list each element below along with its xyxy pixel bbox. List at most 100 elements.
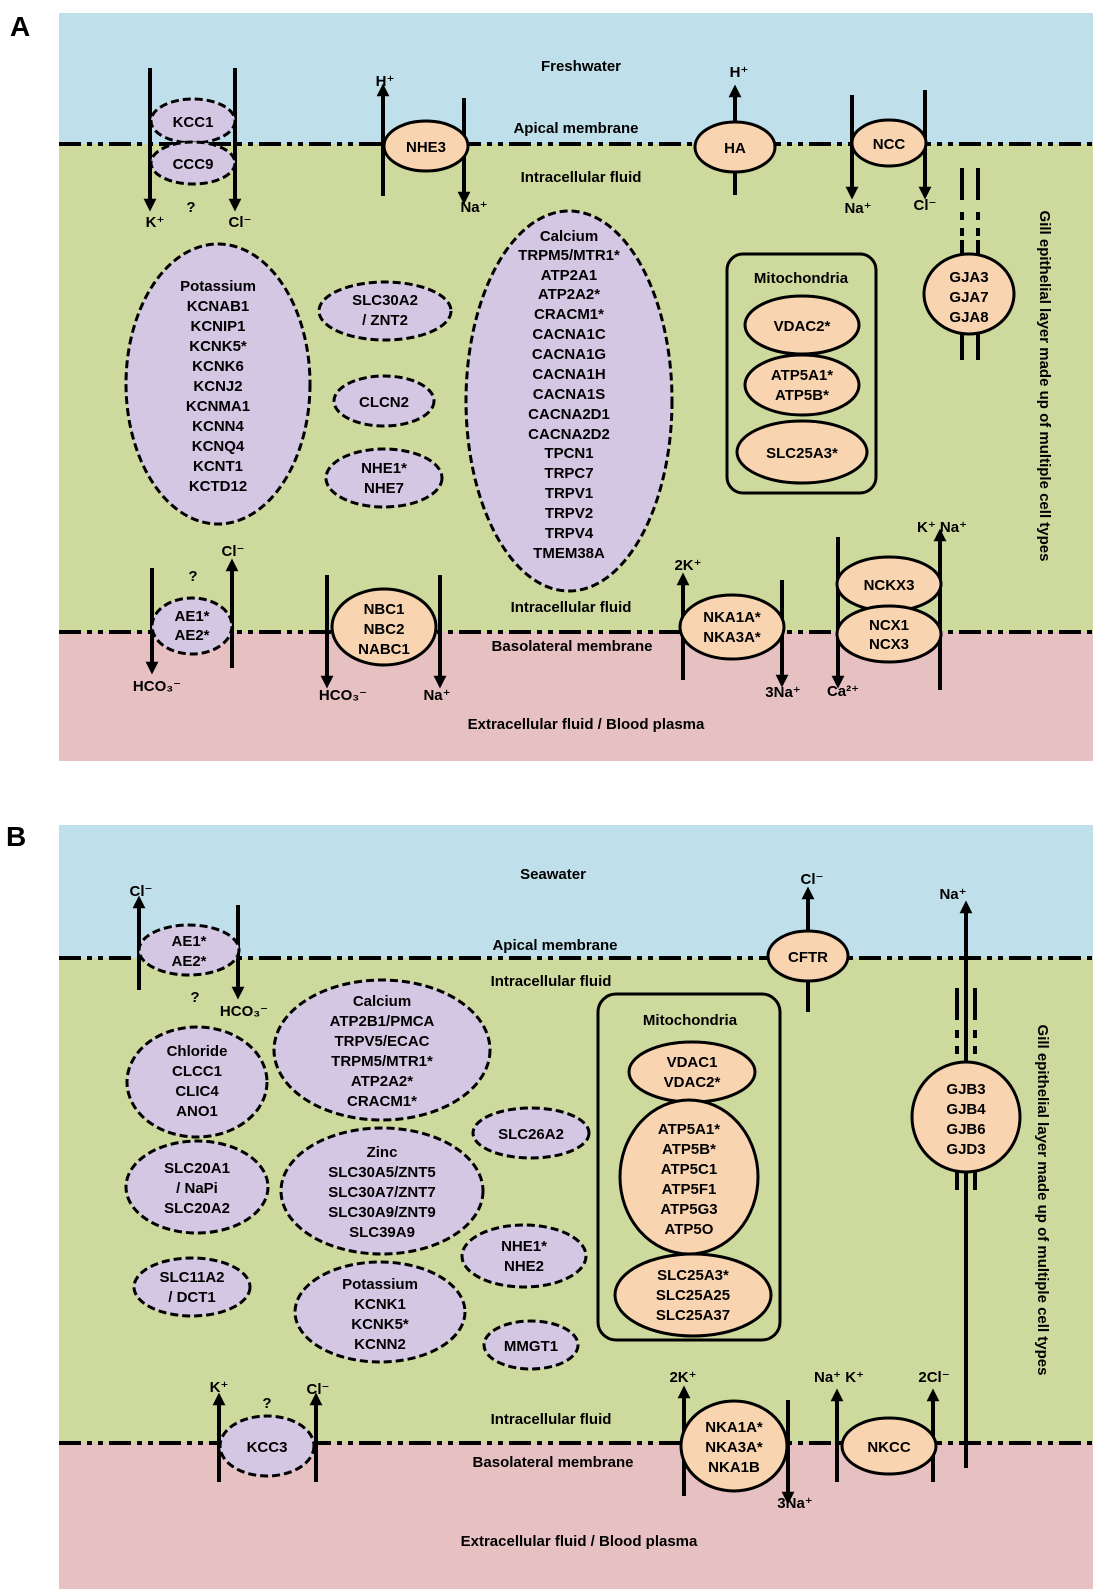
mmgt1-label: MMGT1: [504, 1338, 558, 1355]
ca-ion-label-a: Ca²⁺: [827, 683, 859, 700]
mitochondria-label-b: Mitochondria: [643, 1012, 738, 1029]
k-ion-label-a: K⁺: [146, 214, 165, 231]
slc25a3-label-a: SLC25A3*: [766, 445, 838, 462]
calcium-label-a-12: TRPC7: [544, 465, 593, 482]
potassium-label-a-2: KCNIP1: [190, 318, 245, 335]
gja-gap-junction: GJA3 GJA7 GJA8: [922, 168, 1016, 360]
potassium-label-a-9: KCNT1: [193, 458, 243, 475]
potassium-oval-a: [124, 242, 312, 526]
nhe1-label-b: NHE1*: [501, 1238, 547, 1255]
zinc-label-3: SLC30A9/ZNT9: [328, 1204, 436, 1221]
calcium-label-a-13: TRPV1: [545, 485, 593, 502]
intracellular-fluid-bottom-b: Intracellular fluid: [491, 1411, 612, 1428]
nhe3-label: NHE3: [406, 139, 446, 156]
vdac2-label-b: VDAC2*: [664, 1074, 721, 1091]
intracellular-fluid-top-a: Intracellular fluid: [521, 169, 642, 186]
ae-exchanger-a: AE1* AE2* ? Cl⁻ HCO₃⁻: [133, 543, 245, 695]
apical-membrane-label-a: Apical membrane: [513, 120, 638, 137]
slc20-label-1: / NaPi: [176, 1180, 218, 1197]
3na-ion-label-b: 3Na⁺: [777, 1495, 812, 1512]
extracellular-fluid-label-b: Extracellular fluid / Blood plasma: [461, 1533, 698, 1550]
nka3a-label-a: NKA3A*: [703, 629, 761, 646]
mmgt1-oval: [482, 1319, 580, 1371]
cl-ion-label-b: Cl⁻: [130, 883, 153, 900]
na-ion-label-a: Na⁺: [460, 199, 487, 216]
atp5-label-b-0: ATP5A1*: [658, 1121, 720, 1138]
cftr-label: CFTR: [788, 949, 828, 966]
nhe3-node: [382, 119, 470, 173]
zinc-transporter-group: Zinc SLC30A5/ZNT5 SLC30A7/ZNT7 SLC30A9/Z…: [279, 1126, 485, 1256]
ha-node: [693, 120, 777, 174]
hco3-ion-label-a2: HCO₃⁻: [319, 687, 367, 704]
ncc-transporter: NCC Na⁺ Cl⁻: [844, 90, 936, 217]
chloride-label-3: ANO1: [176, 1103, 218, 1120]
vdac-node-b: [627, 1040, 757, 1104]
slc11a2-label-0: SLC11A2: [159, 1269, 224, 1286]
panel-a-label: A: [10, 11, 30, 42]
potassium-label-b-2: KCNK5*: [351, 1316, 409, 1333]
calcium-label-a-9: CACNA2D1: [528, 406, 610, 423]
cftr-channel: CFTR Cl⁻: [766, 871, 850, 1012]
atp5-label-b-2: ATP5C1: [661, 1161, 717, 1178]
cl-ion-label-a2: Cl⁻: [914, 197, 937, 214]
intracellular-fluid-top-b: Intracellular fluid: [491, 973, 612, 990]
nhe-group-b: NHE1* NHE2: [460, 1223, 588, 1289]
nka-node-a: [678, 593, 786, 661]
calcium-label-b-2: TRPV5/ECAC: [334, 1033, 429, 1050]
zinc-label-2: SLC30A7/ZNT7: [328, 1184, 436, 1201]
gja-label-2: GJA8: [949, 309, 988, 326]
mmgt1-group: MMGT1: [482, 1319, 580, 1371]
slc25a3-node-a: [735, 419, 869, 485]
basolateral-membrane-label-b: Basolateral membrane: [473, 1454, 634, 1471]
calcium-label-a-2: ATP2A1: [541, 267, 597, 284]
2cl-ion-label-b: 2Cl⁻: [918, 1369, 949, 1386]
nhe2-label-b: NHE2: [504, 1258, 544, 1275]
slc30a2-oval: [317, 280, 453, 342]
slc30a2-group: SLC30A2 / ZNT2: [317, 280, 453, 342]
atp5-label-b-4: ATP5G3: [660, 1201, 717, 1218]
ae2-label-b: AE2*: [171, 953, 206, 970]
na-k-ion-label-b: Na⁺ K⁺: [814, 1369, 864, 1386]
question-mark-a1: ?: [186, 199, 195, 216]
3na-ion-label-a: 3Na⁺: [765, 684, 800, 701]
nhe1-label-a: NHE1*: [361, 460, 407, 477]
gjb4-label: GJB4: [946, 1101, 986, 1118]
calcium-label-b-5: CRACM1*: [347, 1093, 417, 1110]
nbc2-label: NBC2: [364, 621, 405, 638]
k-ion-label-b: K⁺: [210, 1379, 229, 1396]
potassium-label-a-6: KCNMA1: [186, 398, 250, 415]
side-label-a: Gill epithelial layer made up of multipl…: [1036, 211, 1053, 562]
calcium-label-a-11: TPCN1: [544, 445, 593, 462]
potassium-label-b-1: KCNK1: [354, 1296, 406, 1313]
ae-node-b: [137, 923, 241, 977]
calcium-label-a-8: CACNA1S: [533, 386, 606, 403]
nbc-transporter: NBC1 NBC2 NABC1 HCO₃⁻ Na⁺: [319, 575, 451, 704]
ncc-label: NCC: [873, 136, 906, 153]
potassium-label-a-1: KCNAB1: [187, 298, 250, 315]
cl-ion-label-b3: Cl⁻: [307, 1381, 330, 1398]
zinc-label-0: Zinc: [367, 1144, 398, 1161]
nckx3-label: NCKX3: [864, 577, 915, 594]
nka-pump-b: NKA1A* NKA3A* NKA1B 2K⁺ 3Na⁺: [669, 1369, 812, 1512]
calcium-label-a-3: ATP2A2*: [538, 286, 600, 303]
chloride-label-1: CLCC1: [172, 1063, 222, 1080]
slc26a2-group: SLC26A2: [471, 1106, 591, 1160]
atp5-label-b-3: ATP5F1: [662, 1181, 717, 1198]
nhe1-nhe7-group: NHE1* NHE7: [324, 447, 444, 509]
nhe1-nhe7-oval: [324, 447, 444, 509]
question-mark-a2: ?: [188, 568, 197, 585]
ncx3-label: NCX3: [869, 636, 909, 653]
intracellular-fluid-bottom-a: Intracellular fluid: [511, 599, 632, 616]
nkcc-label: NKCC: [867, 1439, 910, 1456]
kcc1-label: KCC1: [173, 114, 214, 131]
slc26a2-label: SLC26A2: [498, 1126, 564, 1143]
nkcc-transporter: NKCC Na⁺ K⁺ 2Cl⁻: [814, 1369, 950, 1482]
nka1a-label-a: NKA1A*: [703, 609, 761, 626]
nka3a-label-b: NKA3A*: [705, 1439, 763, 1456]
seawater-zone: [59, 825, 1093, 958]
vdac1-label-b: VDAC1: [667, 1054, 718, 1071]
panel-b-label: B: [6, 821, 26, 852]
gjb3-label: GJB3: [946, 1081, 985, 1098]
gjb6-label: GJB6: [946, 1121, 985, 1138]
ccc9-label: CCC9: [173, 156, 214, 173]
